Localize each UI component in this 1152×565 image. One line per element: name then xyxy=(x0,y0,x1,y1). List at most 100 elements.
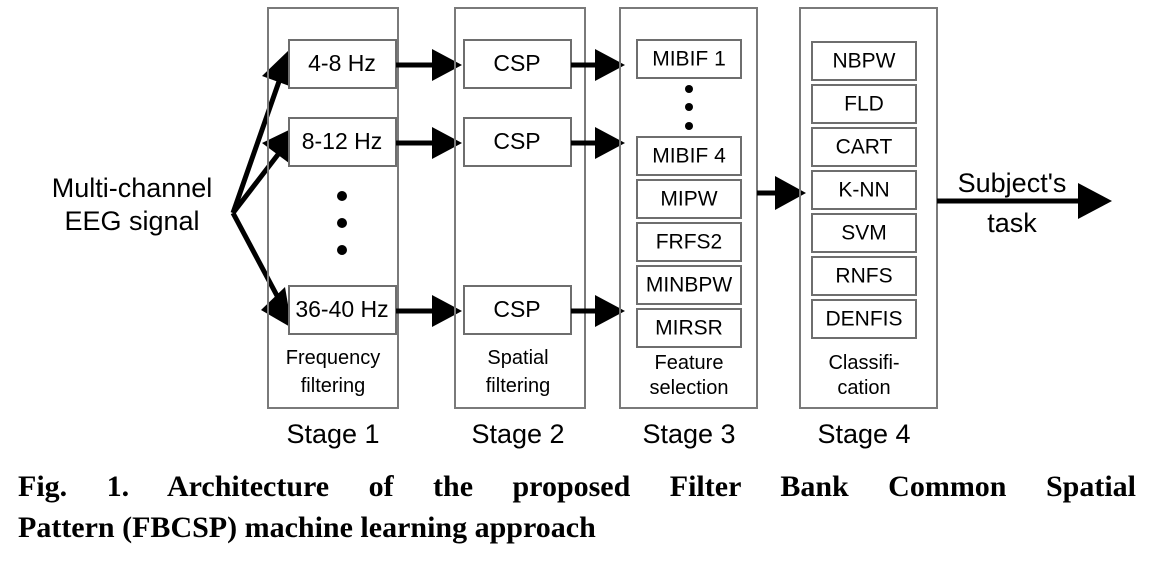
s1-s2-arrow-head-1 xyxy=(432,49,462,81)
stage-3-box-5-label: MIRSR xyxy=(655,317,723,340)
stage-3-box-3[interactable]: FRFS2 xyxy=(636,222,742,262)
stage-1-box-0-label: 4-8 Hz xyxy=(308,50,376,76)
s1-s2-arrow-head-2 xyxy=(432,127,462,159)
stage-3-box-3-label: FRFS2 xyxy=(656,231,723,254)
output-label-line-2: task xyxy=(987,208,1037,238)
stage-2-container xyxy=(454,7,586,409)
stage-3-box-0-label: MIBIF 1 xyxy=(652,48,726,71)
input-label-line-1: Multi-channel xyxy=(52,173,213,203)
stage-3-box-2-label: MIPW xyxy=(660,188,717,211)
fbcsp-architecture-diagram: Multi-channel EEG signal 4-8 Hz 8-1 xyxy=(52,7,1112,449)
stage-1-ellipsis-dot-2 xyxy=(337,218,347,228)
stage-3-role-line-2: selection xyxy=(650,377,729,399)
stage-3-box-1-rect[interactable] xyxy=(636,136,742,176)
stage-2-box-1[interactable]: CSP xyxy=(463,117,572,167)
stage-2-box-0[interactable]: CSP xyxy=(463,39,572,89)
stage-3-ellipsis-dot-2 xyxy=(685,103,693,111)
stage-1-group: 4-8 Hz 8-12 Hz 36-40 Hz Frequency filter… xyxy=(267,7,399,449)
stage2-to-stage3-arrows xyxy=(571,49,625,327)
stage-4-box-1-rect[interactable] xyxy=(811,84,917,124)
stage-4-box-0-rect[interactable] xyxy=(811,41,917,81)
stage-4-box-4[interactable]: SVM xyxy=(811,213,917,253)
stage-1-role-label: Frequency filtering xyxy=(286,347,381,397)
stage-3-box-2[interactable]: MIPW xyxy=(636,179,742,219)
stage-1-role-line-2: filtering xyxy=(301,375,365,397)
stage-4-role-line-2: cation xyxy=(837,377,890,399)
input-arrow-head-1 xyxy=(262,50,295,88)
input-arrow-line-1 xyxy=(230,69,286,214)
stage-4-box-6-rect[interactable] xyxy=(811,299,917,339)
stage-4-box-5-rect[interactable] xyxy=(811,256,917,296)
stage-4-box-4-rect[interactable] xyxy=(811,213,917,253)
stage-4-box-5[interactable]: RNFS xyxy=(811,256,917,296)
input-arrow-head-3 xyxy=(261,287,292,328)
stage-1-ellipsis-dot-3 xyxy=(337,245,347,255)
figure-caption-line-2: Pattern (FBCSP) machine learning approac… xyxy=(18,511,596,545)
stage-2-role-line-2: filtering xyxy=(486,375,550,397)
stage-1-box-1-label: 8-12 Hz xyxy=(302,128,383,154)
stage-4-container xyxy=(799,7,938,409)
stage-3-box-1[interactable]: MIBIF 4 xyxy=(636,136,742,176)
stage-3-box-4[interactable]: MINBPW xyxy=(636,265,742,305)
stage-1-ellipsis-dot-1 xyxy=(337,191,347,201)
input-arrow-head-2 xyxy=(262,129,293,166)
stage-4-box-2-label: CART xyxy=(836,136,893,159)
input-fanout-arrows xyxy=(230,50,295,328)
stage-2-box-2-rect[interactable] xyxy=(463,285,572,335)
stage-3-box-2-rect[interactable] xyxy=(636,179,742,219)
stage-2-box-0-label: CSP xyxy=(493,50,540,76)
stage-4-group: NBPW FLD CART K-NN SVM RNFS xyxy=(799,7,938,449)
stage1-to-stage2-arrows xyxy=(396,49,462,327)
stage-3-box-3-rect[interactable] xyxy=(636,222,742,262)
stage-1-box-1[interactable]: 8-12 Hz xyxy=(288,117,397,167)
stage-1-box-0-rect[interactable] xyxy=(288,39,397,89)
stage-2-box-2-label: CSP xyxy=(493,296,540,322)
stage-2-box-1-label: CSP xyxy=(493,128,540,154)
stage-4-box-6-label: DENFIS xyxy=(825,308,902,331)
stage-4-box-2[interactable]: CART xyxy=(811,127,917,167)
stage-4-box-1[interactable]: FLD xyxy=(811,84,917,124)
stage-1-role-line-1: Frequency xyxy=(286,347,381,369)
stage-3-box-5-rect[interactable] xyxy=(636,308,742,348)
stage-3-group: MIBIF 1 MIBIF 4 MIPW FRFS2 MIN xyxy=(619,7,758,449)
stage-3-vertical-ellipsis xyxy=(685,85,693,130)
stage-1-box-2[interactable]: 36-40 Hz xyxy=(288,285,397,335)
stage-3-container xyxy=(619,7,758,409)
stage-4-role-line-1: Classifi- xyxy=(828,352,899,374)
stage-3-box-0[interactable]: MIBIF 1 xyxy=(636,39,742,79)
input-label: Multi-channel EEG signal xyxy=(52,173,213,236)
s1-s2-arrow-head-3 xyxy=(432,295,462,327)
stage-1-box-2-label: 36-40 Hz xyxy=(295,296,388,322)
stage-3-box-4-label: MINBPW xyxy=(646,274,733,297)
stage-4-role-label: Classifi- cation xyxy=(828,352,899,399)
stage-3-role-line-1: Feature xyxy=(655,352,724,374)
stage-3-name: Stage 3 xyxy=(642,419,735,449)
stage-2-box-2[interactable]: CSP xyxy=(463,285,572,335)
stage-1-container xyxy=(267,7,399,409)
stage-3-box-4-rect[interactable] xyxy=(636,265,742,305)
stage-4-box-3-label: K-NN xyxy=(838,179,889,202)
stage-4-box-5-label: RNFS xyxy=(835,265,892,288)
stage-2-box-1-rect[interactable] xyxy=(463,117,572,167)
s3-s4-arrow-head xyxy=(775,176,806,210)
stage-3-ellipsis-dot-3 xyxy=(685,122,693,130)
stage-4-box-6[interactable]: DENFIS xyxy=(811,299,917,339)
stage3-to-stage4-arrow xyxy=(757,176,806,210)
stage-1-name: Stage 1 xyxy=(286,419,379,449)
stage-4-box-0-label: NBPW xyxy=(833,50,896,73)
stage-3-box-0-rect[interactable] xyxy=(636,39,742,79)
stage-3-box-5[interactable]: MIRSR xyxy=(636,308,742,348)
stage-4-box-2-rect[interactable] xyxy=(811,127,917,167)
input-arrow-line-2 xyxy=(231,146,285,215)
stage-2-role-label: Spatial filtering xyxy=(486,347,550,397)
stage-3-role-label: Feature selection xyxy=(650,352,729,399)
stage-3-box-1-label: MIBIF 4 xyxy=(652,145,726,168)
stage-3-ellipsis-dot-1 xyxy=(685,85,693,93)
output-arrow-group xyxy=(937,183,1112,219)
stage-1-box-0[interactable]: 4-8 Hz xyxy=(288,39,397,89)
stage-4-box-3-rect[interactable] xyxy=(811,170,917,210)
stage-4-box-0[interactable]: NBPW xyxy=(811,41,917,81)
stage-4-box-3[interactable]: K-NN xyxy=(811,170,917,210)
s2-s3-arrow-head-2 xyxy=(595,127,625,159)
